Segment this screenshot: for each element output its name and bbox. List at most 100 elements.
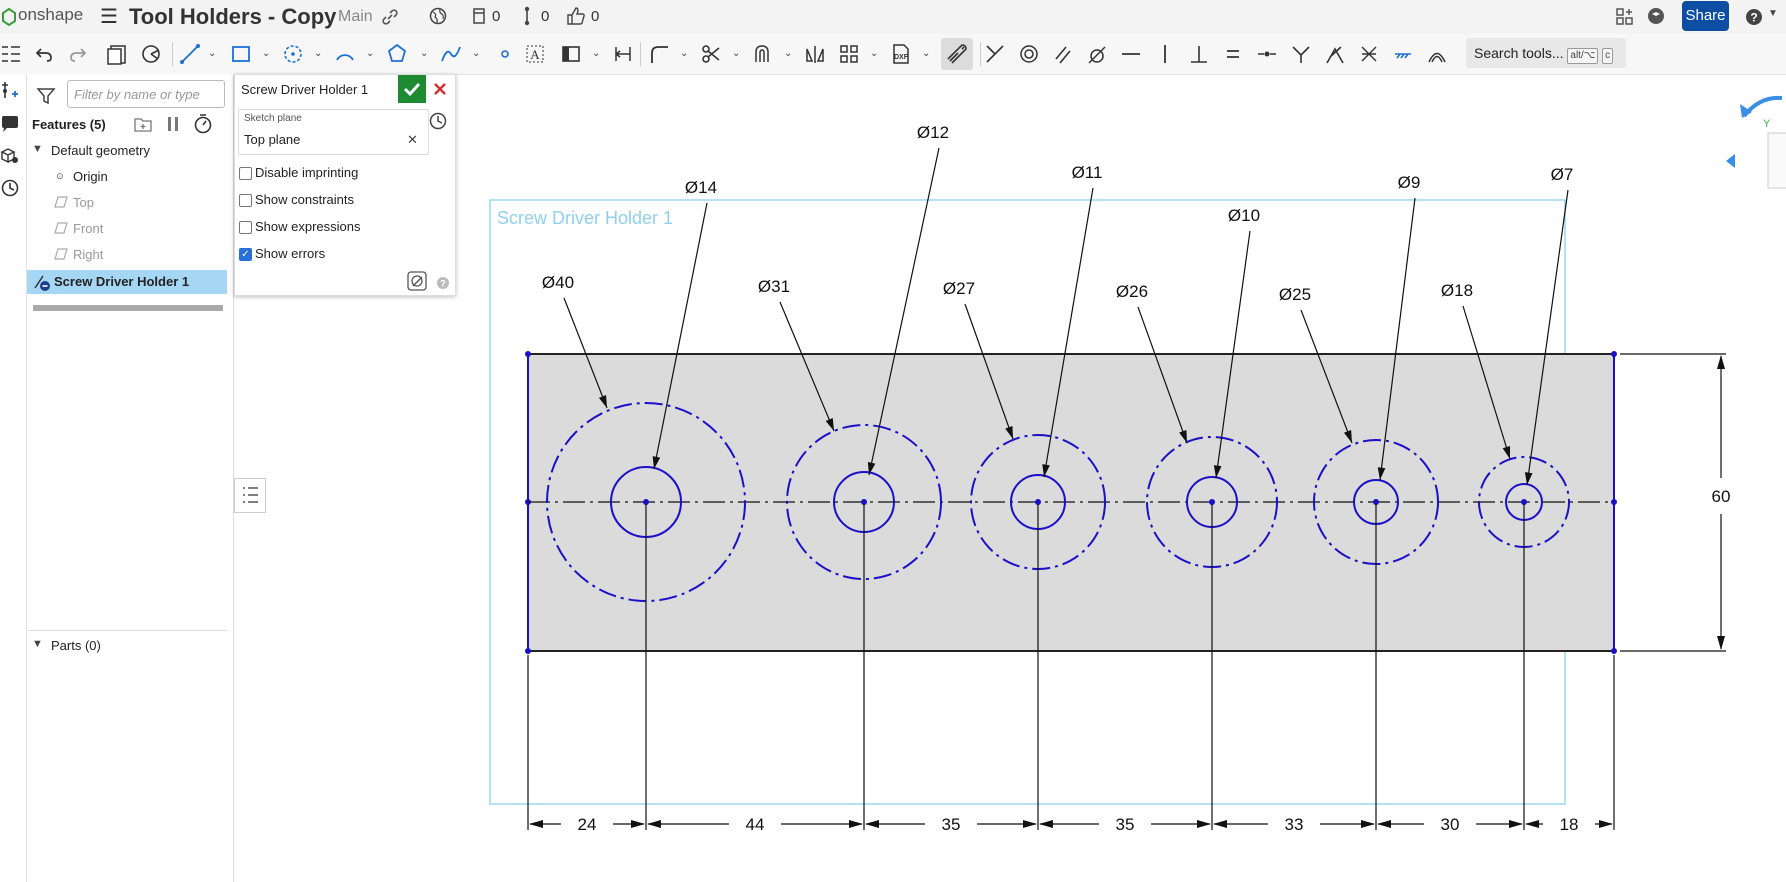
circle-tool-chevron-icon[interactable]: ⌄ xyxy=(314,48,323,59)
outer-diameter-value[interactable]: Ø25 xyxy=(1279,285,1311,304)
disable-imprinting-label[interactable]: Disable imprinting xyxy=(255,165,359,180)
inner-diameter-value[interactable]: Ø10 xyxy=(1228,206,1260,225)
symmetric-constraint-icon[interactable] xyxy=(1358,43,1380,65)
rectangle-tool-icon[interactable] xyxy=(230,43,252,65)
outer-construction-circle[interactable] xyxy=(786,424,942,580)
spacing-dimension-value[interactable]: 33 xyxy=(1285,815,1304,834)
horizontal-constraint-icon[interactable] xyxy=(1120,43,1142,65)
search-tools-button[interactable]: Search tools... alt/⌥ c xyxy=(1466,38,1626,68)
graphics-canvas[interactable]: Screw Driver Holder 1 Ø40Ø14Ø31Ø12Ø27Ø11… xyxy=(234,74,1786,882)
comments-icon[interactable] xyxy=(0,114,20,134)
pierce-constraint-icon[interactable] xyxy=(1324,43,1346,65)
branch-label[interactable]: Main xyxy=(338,8,373,25)
spacing-dimension-value[interactable]: 35 xyxy=(942,815,961,834)
midpoint-constraint-icon[interactable] xyxy=(1256,43,1278,65)
fix-constraint-icon[interactable] xyxy=(1392,43,1414,65)
sketch-plane-field[interactable]: Sketch plane Top plane ✕ xyxy=(238,109,429,155)
app-logo-text[interactable]: onshape xyxy=(18,5,84,24)
insert-app-icon[interactable] xyxy=(1615,7,1635,27)
circle-center-point[interactable] xyxy=(1209,499,1215,505)
point-tool-icon[interactable] xyxy=(494,43,516,65)
show-errors-checkbox[interactable]: ✓ xyxy=(239,248,252,261)
timer-icon[interactable] xyxy=(193,113,213,135)
rollback-bar-icon[interactable] xyxy=(164,114,182,134)
insert-image-icon[interactable] xyxy=(560,43,582,65)
construction-tool-icon[interactable] xyxy=(946,43,968,65)
coincident-constraint-icon[interactable] xyxy=(984,43,1006,65)
document-title[interactable]: Tool Holders - Copy xyxy=(129,4,337,29)
tangent-constraint-icon[interactable] xyxy=(1086,43,1108,65)
spacing-dimension-value[interactable]: 35 xyxy=(1116,815,1135,834)
circle-center-point[interactable] xyxy=(861,499,867,505)
parts-count-label[interactable]: Parts (0) xyxy=(51,638,101,653)
rectangle-tool-chevron-icon[interactable]: ⌄ xyxy=(262,48,271,59)
corner-point[interactable] xyxy=(1611,351,1617,357)
branches-icon[interactable] xyxy=(521,6,533,26)
circle-center-point[interactable] xyxy=(1521,499,1527,505)
spline-tool-chevron-icon[interactable]: ⌄ xyxy=(472,48,481,59)
learning-center-icon[interactable] xyxy=(1646,6,1666,26)
inner-diameter-value[interactable]: Ø9 xyxy=(1398,173,1421,192)
spacing-dimension-value[interactable]: 30 xyxy=(1441,815,1460,834)
versions-icon[interactable] xyxy=(471,7,487,25)
sketch-settings-icon[interactable] xyxy=(140,43,162,65)
arc-tool-chevron-icon[interactable]: ⌄ xyxy=(366,48,375,59)
outer-diameter-value[interactable]: Ø18 xyxy=(1441,281,1473,300)
tree-right-plane[interactable]: Right xyxy=(73,247,104,262)
confirm-button[interactable] xyxy=(398,75,426,103)
polygon-tool-icon[interactable] xyxy=(386,43,408,65)
sketch-dialog-title[interactable]: Screw Driver Holder 1 xyxy=(241,82,369,97)
tree-top-plane[interactable]: Top xyxy=(73,195,94,210)
arc-tool-icon[interactable] xyxy=(334,43,356,65)
height-dimension-value[interactable]: 60 xyxy=(1712,487,1731,506)
offset-tool-icon[interactable] xyxy=(752,43,774,65)
spacing-dimension-value[interactable]: 18 xyxy=(1560,815,1579,834)
corner-point[interactable] xyxy=(1611,648,1617,654)
help-icon[interactable]: ? xyxy=(1744,7,1764,27)
pattern-tool-icon[interactable] xyxy=(838,43,860,65)
fillet-tool-icon[interactable] xyxy=(648,43,670,65)
tree-screw-driver-holder[interactable]: Screw Driver Holder 1 xyxy=(54,274,190,289)
inner-diameter-value[interactable]: Ø7 xyxy=(1551,165,1574,184)
offset-tool-chevron-icon[interactable]: ⌄ xyxy=(784,48,793,59)
spline-tool-icon[interactable] xyxy=(440,43,462,65)
feature-filter-input[interactable]: Filter by name or type xyxy=(67,80,225,108)
menu-icon[interactable]: ☰ xyxy=(100,6,118,28)
equal-constraint-icon[interactable] xyxy=(1222,43,1244,65)
circle-center-point[interactable] xyxy=(643,499,649,505)
globe-icon[interactable] xyxy=(429,7,447,25)
insert-image-chevron-icon[interactable]: ⌄ xyxy=(592,48,601,59)
line-tool-icon[interactable] xyxy=(179,43,201,65)
corner-point[interactable] xyxy=(525,648,531,654)
show-expressions-label[interactable]: Show expressions xyxy=(255,219,361,234)
spacing-dimension-value[interactable]: 44 xyxy=(746,815,765,834)
tree-front-plane[interactable]: Front xyxy=(73,221,104,236)
dxf-import-chevron-icon[interactable]: ⌄ xyxy=(922,48,931,59)
outer-diameter-value[interactable]: Ø40 xyxy=(542,273,574,292)
default-geometry-chevron-icon[interactable]: ▼ xyxy=(32,143,43,155)
trim-tool-icon[interactable] xyxy=(700,43,722,65)
show-constraints-checkbox[interactable] xyxy=(239,194,252,207)
pattern-tool-chevron-icon[interactable]: ⌄ xyxy=(870,48,879,59)
clear-plane-icon[interactable]: ✕ xyxy=(407,132,418,147)
tree-item-selected-bg[interactable] xyxy=(27,270,227,294)
undo-icon[interactable] xyxy=(34,44,54,64)
dxf-import-icon[interactable]: DXF xyxy=(890,43,912,65)
inner-diameter-value[interactable]: Ø14 xyxy=(685,178,717,197)
text-tool-icon[interactable]: A xyxy=(524,43,546,65)
help-chevron-icon[interactable]: ▼ xyxy=(1768,8,1778,19)
vertical-constraint-icon[interactable] xyxy=(1154,43,1176,65)
dimension-tool-icon[interactable] xyxy=(612,43,634,65)
add-folder-icon[interactable] xyxy=(133,114,153,134)
view-cube-icon[interactable] xyxy=(1767,132,1786,189)
sketch-list-toggle[interactable] xyxy=(234,478,266,513)
history-icon[interactable] xyxy=(0,178,20,198)
concentric-constraint-icon[interactable] xyxy=(1018,43,1040,65)
inner-diameter-value[interactable]: Ø12 xyxy=(917,123,949,142)
circle-tool-icon[interactable] xyxy=(282,43,304,65)
share-button[interactable]: Share xyxy=(1682,1,1729,31)
dialog-help-icon[interactable]: ? xyxy=(436,276,450,290)
show-errors-label[interactable]: Show errors xyxy=(255,246,326,261)
paste-icon[interactable] xyxy=(106,43,128,65)
like-icon[interactable] xyxy=(566,6,586,26)
